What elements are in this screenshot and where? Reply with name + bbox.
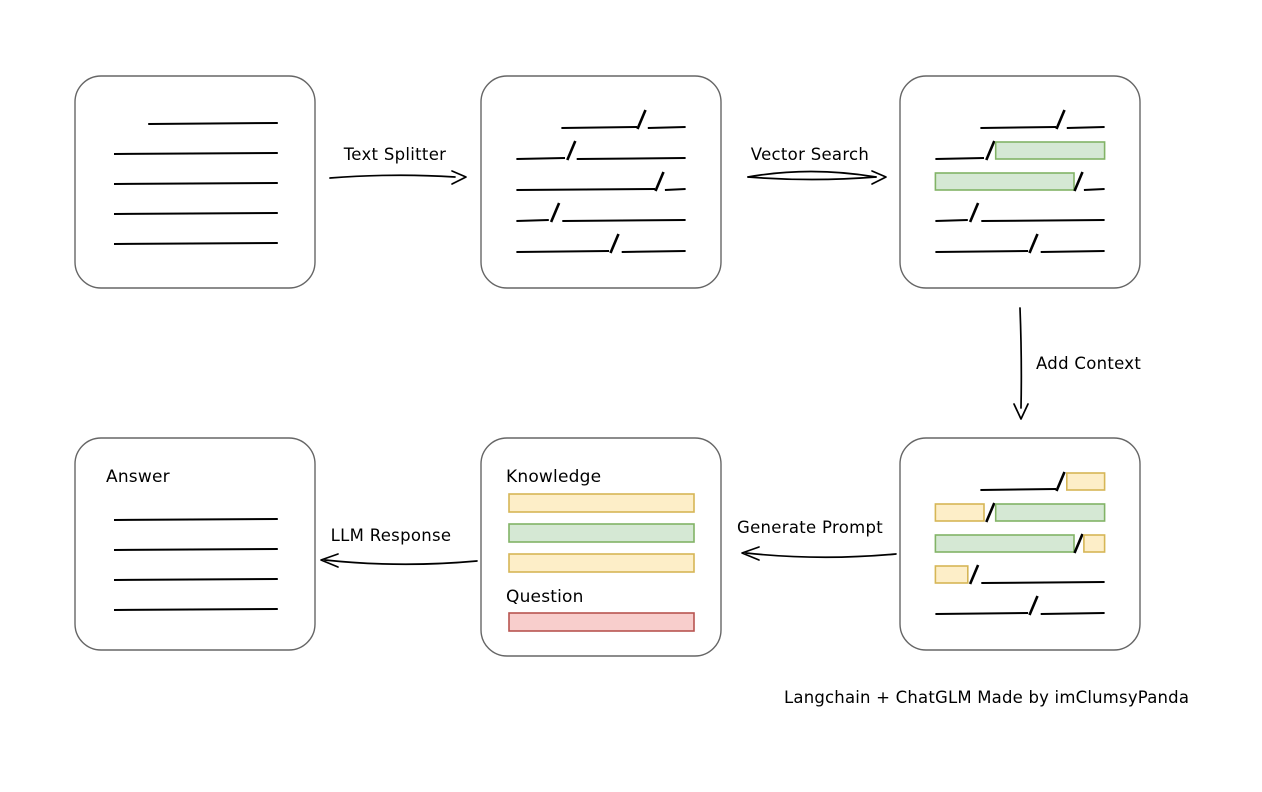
text-rule-segment: [113, 518, 278, 521]
node-source-document[interactable]: [74, 75, 316, 289]
text-rule-segment: [113, 608, 278, 611]
chunk-separator-slash: [566, 140, 577, 161]
node-split-chunks[interactable]: [480, 75, 722, 289]
highlighted-chunk-green[interactable]: [934, 534, 1075, 553]
highlighted-chunk-yellow[interactable]: [1083, 534, 1106, 553]
chunk-separator-slash: [985, 140, 996, 161]
text-rule-segment: [935, 157, 985, 160]
highlighted-chunk-green[interactable]: [994, 141, 1106, 160]
highlighted-chunk-yellow[interactable]: [934, 565, 969, 584]
text-rule-segment: [981, 581, 1105, 584]
edge-generate-prompt: Generate Prompt: [737, 518, 897, 561]
text-rule-segment: [113, 548, 278, 551]
highlighted-chunk-yellow[interactable]: [1066, 472, 1106, 491]
text-rule-segment: [148, 122, 278, 125]
edge-add-context: Add Context: [1013, 307, 1141, 420]
chunk-separator-slash: [1055, 471, 1066, 492]
edge-llm-response: LLM Response: [320, 526, 478, 568]
edge-label-text-splitter: Text Splitter: [343, 145, 447, 164]
add-context-arrow-head: [1013, 403, 1029, 420]
knowledge-bar-3[interactable]: [508, 553, 695, 573]
chunk-separator-slash: [968, 202, 980, 223]
text-rule-segment: [576, 157, 686, 160]
split-chunks-box[interactable]: [480, 75, 722, 289]
generate-prompt-arrow-shaft: [745, 552, 897, 559]
text-rule-segment: [516, 188, 656, 191]
text-splitter-arrow-shaft: [329, 174, 456, 179]
text-rule-segment: [113, 578, 278, 581]
text-rule-segment: [113, 242, 278, 245]
text-rule-segment: [113, 212, 278, 215]
source-document-lines: [113, 122, 278, 245]
text-rule-segment: [621, 250, 686, 253]
chunk-separator-slash: [1055, 109, 1066, 130]
prompt-knowledge-heading: Knowledge: [506, 467, 601, 487]
context-chunks-lines: [934, 471, 1106, 616]
llm-response-arrow-shaft: [324, 559, 478, 566]
text-rule-segment: [561, 126, 638, 129]
node-context-chunks[interactable]: [899, 437, 1141, 651]
text-rule-segment: [113, 152, 278, 155]
edge-text-splitter: Text Splitter: [329, 145, 467, 185]
chunk-separator-slash: [985, 502, 996, 523]
chunk-separator-slash: [968, 564, 980, 585]
edge-label-llm-response: LLM Response: [331, 526, 452, 545]
generate-prompt-arrow-head: [741, 546, 760, 561]
edge-label-generate-prompt: Generate Prompt: [737, 518, 883, 537]
knowledge-bar-2[interactable]: [508, 523, 695, 543]
answer-lines: [113, 518, 278, 611]
chunk-separator-slash: [1073, 533, 1084, 554]
text-rule-segment: [980, 126, 1057, 129]
highlighted-chunk-green[interactable]: [934, 172, 1075, 191]
edge-label-vector-search: Vector Search: [751, 145, 869, 164]
add-context-arrow-shaft: [1019, 307, 1023, 409]
text-rule-segment: [1040, 250, 1105, 253]
text-rule-segment: [1066, 126, 1105, 129]
answer-heading: Answer: [106, 467, 170, 487]
llm-response-arrow-head: [320, 553, 339, 568]
chunk-separator-slash: [1028, 233, 1039, 254]
vector-search-arrow-shaft-upper: [747, 170, 877, 178]
text-rule-segment: [935, 250, 1029, 253]
text-rule-segment: [1083, 188, 1105, 191]
highlighted-chunk-yellow[interactable]: [934, 503, 985, 522]
text-rule-segment: [935, 612, 1029, 615]
matched-chunks-lines: [934, 109, 1106, 254]
source-document-box[interactable]: [74, 75, 316, 289]
prompt-box[interactable]: [480, 437, 722, 657]
node-answer-box[interactable]: Answer: [74, 437, 316, 651]
chunk-separator-slash: [549, 202, 561, 223]
question-bar-1[interactable]: [508, 612, 695, 632]
edge-label-add-context: Add Context: [1036, 354, 1141, 373]
highlighted-chunk-green[interactable]: [994, 503, 1106, 522]
knowledge-bar-1[interactable]: [508, 493, 695, 513]
node-matched-chunks[interactable]: [899, 75, 1141, 289]
text-rule-segment: [981, 219, 1105, 222]
footer-credit: Langchain + ChatGLM Made by imClumsyPand…: [784, 688, 1189, 707]
edge-vector-search: Vector Search: [747, 145, 887, 185]
text-rule-segment: [516, 250, 610, 253]
vector-search-arrow-shaft-lower: [747, 176, 877, 181]
text-splitter-arrow-head: [451, 170, 467, 185]
chunk-separator-slash: [654, 171, 665, 192]
vector-search-arrow-head: [871, 170, 887, 185]
chunk-separator-slash: [1073, 171, 1084, 192]
split-chunks-lines: [516, 109, 686, 254]
chunk-separator-slash: [1028, 595, 1039, 616]
answer-box[interactable]: [74, 437, 316, 651]
text-rule-segment: [562, 219, 686, 222]
text-rule-segment: [664, 188, 686, 191]
prompt-question-heading: Question: [506, 587, 584, 607]
text-rule-segment: [980, 488, 1057, 491]
text-rule-segment: [935, 219, 968, 222]
chunk-separator-slash: [636, 109, 647, 130]
text-rule-segment: [647, 126, 686, 129]
text-rule-segment: [516, 157, 566, 160]
text-rule-segment: [113, 182, 278, 185]
chunk-separator-slash: [609, 233, 620, 254]
text-rule-segment: [1040, 612, 1105, 615]
text-rule-segment: [516, 219, 549, 222]
node-prompt-box[interactable]: Knowledge Question: [480, 437, 722, 657]
